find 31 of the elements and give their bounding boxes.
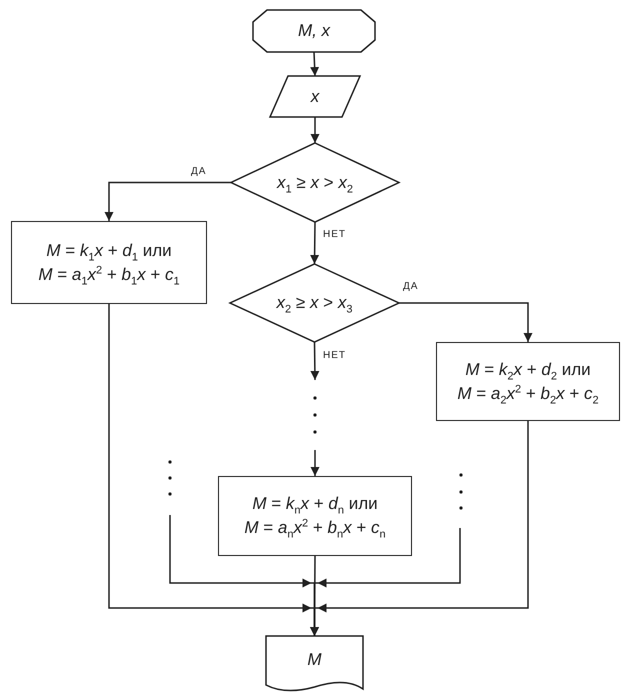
edge-label: НЕТ	[322, 229, 347, 240]
decision-diamond	[230, 264, 399, 342]
arrow	[310, 450, 320, 476]
formula-text: M = a$_{n}$x$^{2}$ + b$_{n}$x + c$_{n}$	[244, 516, 386, 540]
formula-text: M = k$_{n}$x + d$_{n}$ или	[252, 493, 378, 516]
formula-text: M = k$_{1}$x + d$_{1}$ или	[46, 240, 172, 262]
edge-label: ДА	[190, 166, 208, 177]
output-document	[266, 636, 363, 689]
formula-text: M = a$_{2}$x$^{2}$ + b$_{2}$x + c$_{2}$	[457, 382, 599, 406]
process-box	[11, 221, 207, 304]
formula-text: M = k$_{2}$x + d$_{2}$ или	[465, 358, 591, 382]
edge-label: НЕТ	[322, 350, 347, 361]
formula-text: x$_{2}$ ≥ x > x$_{3}$	[276, 292, 352, 315]
formula-text: M, x	[298, 20, 330, 42]
formula-text: M = a$_{1}$x$^{2}$ + b$_{1}$x + c$_{1}$	[38, 262, 180, 286]
process-box	[436, 342, 620, 421]
arrow	[310, 52, 320, 76]
arrow	[104, 182, 231, 221]
arrow	[310, 222, 320, 264]
formula-text: M	[307, 649, 322, 671]
terminator-shape	[253, 10, 375, 52]
process-box	[218, 476, 412, 556]
edge-label: ДА	[402, 281, 420, 292]
arrow	[310, 342, 320, 380]
arrow	[310, 528, 461, 636]
arrow	[399, 302, 532, 342]
formula-text: x	[310, 86, 320, 108]
input-parallelogram	[270, 76, 360, 117]
arrow	[310, 117, 320, 143]
formula-text: x$_{1}$ ≥ x > x$_{2}$	[277, 172, 353, 194]
decision-diamond	[231, 143, 399, 222]
